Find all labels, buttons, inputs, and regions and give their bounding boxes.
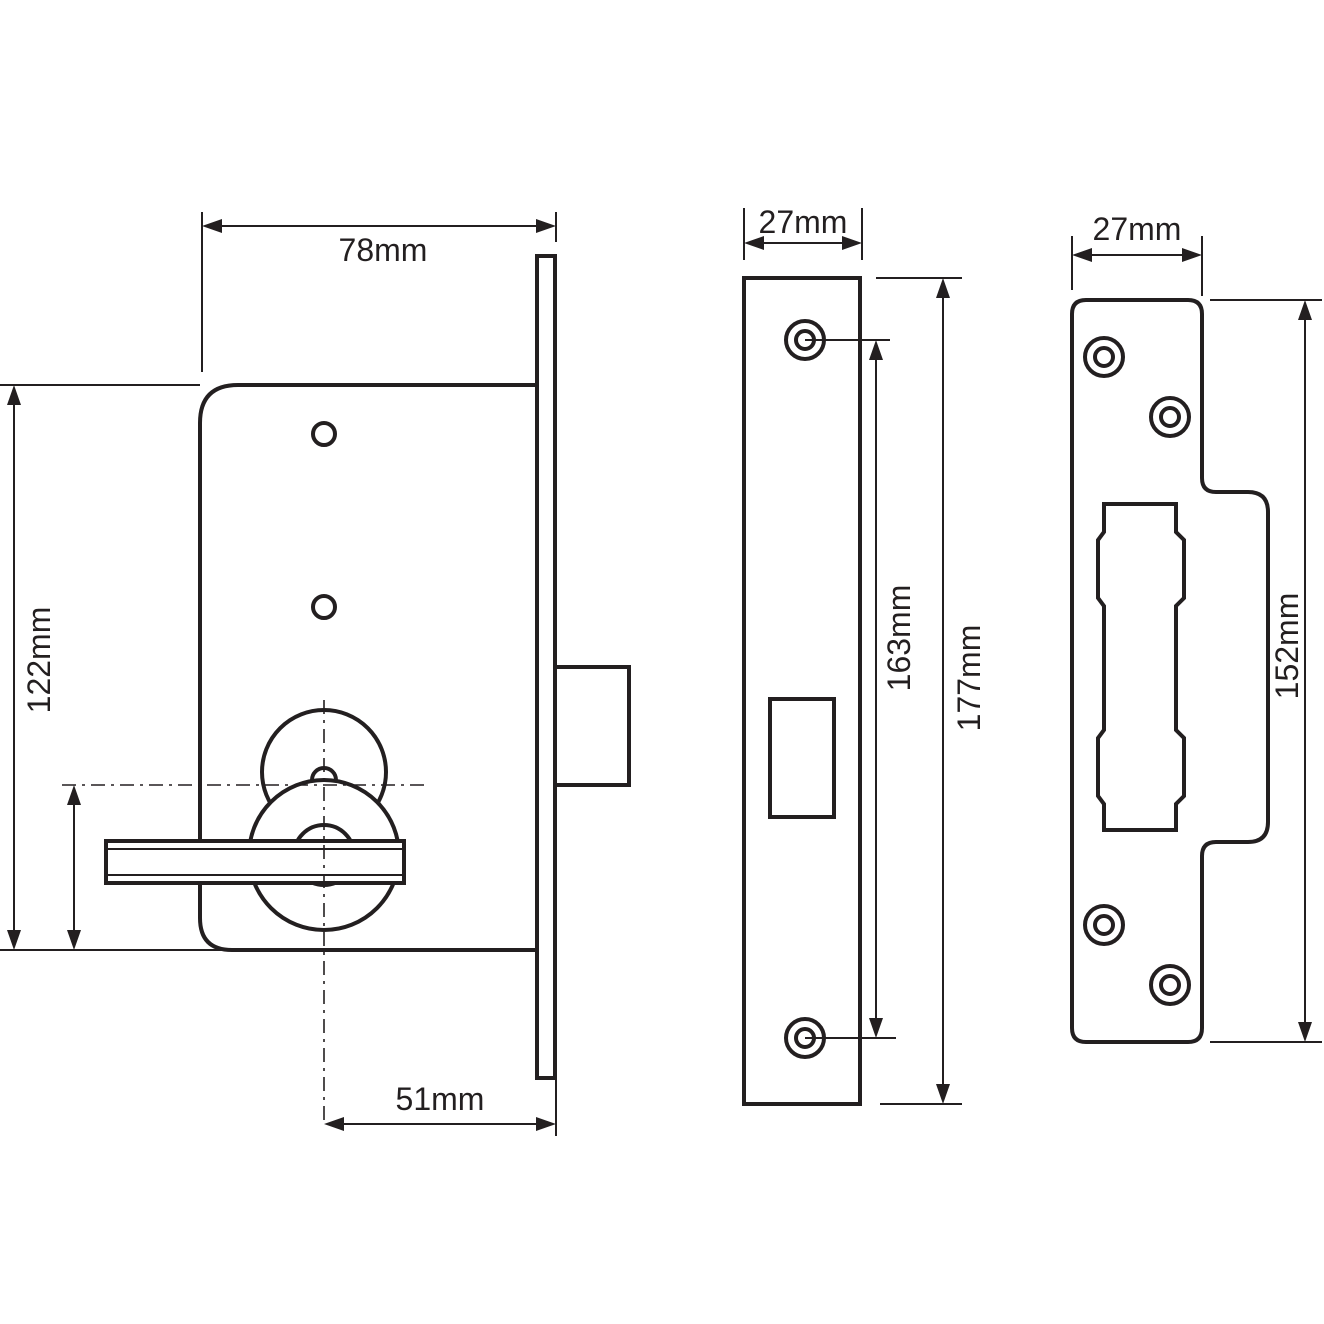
strike-screw-hole xyxy=(1149,964,1191,1006)
forend-width-label: 27mm xyxy=(759,204,848,240)
lock-case-width-label: 78mm xyxy=(339,232,428,268)
strike-screw-hole xyxy=(1083,336,1125,378)
deadbolt xyxy=(553,665,631,787)
strike-width-label: 27mm xyxy=(1093,211,1182,247)
bolt-aperture xyxy=(768,697,836,819)
case-fixing-hole xyxy=(311,421,337,447)
lock-body-view: 78mm 122mm xyxy=(0,212,631,1136)
forend-plate xyxy=(742,276,862,1106)
backset-label: 51mm xyxy=(396,1081,485,1117)
lock-forend-plate xyxy=(535,254,557,1080)
strike-length-label: 152mm xyxy=(1269,593,1305,700)
strike-plate-view: 27mm 152mm xyxy=(1070,211,1322,1044)
lock-case-height-label: 122mm xyxy=(21,607,57,714)
strike-screw-hole xyxy=(1149,396,1191,438)
lever-handle xyxy=(104,839,406,885)
forend-length-label: 177mm xyxy=(951,625,987,732)
fixing-centres-label: 163mm xyxy=(881,585,917,692)
strike-box-aperture xyxy=(1096,502,1186,832)
strike-screw-hole xyxy=(1083,904,1125,946)
case-fixing-hole xyxy=(311,594,337,620)
forend-view: 27mm 163mm 177mm xyxy=(742,204,987,1106)
